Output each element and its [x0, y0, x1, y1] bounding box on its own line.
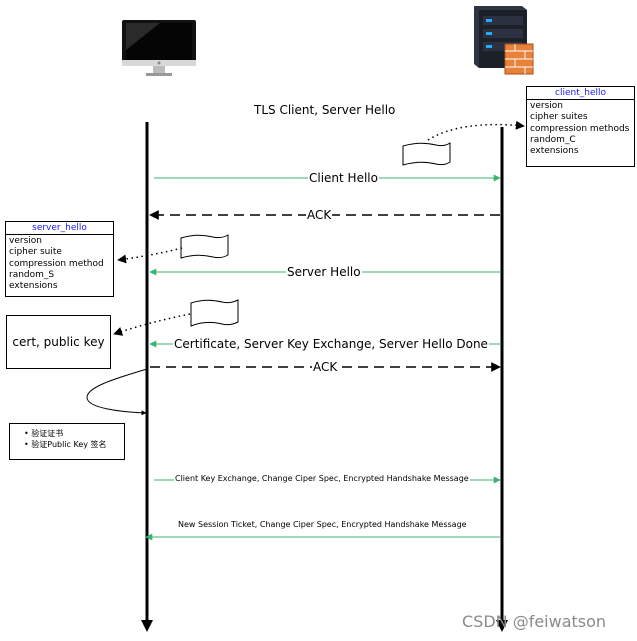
- client-hello-field: random_C: [530, 134, 576, 145]
- cert-public-key-box: cert, public key: [6, 315, 111, 369]
- client-hello-box: client_hello version cipher suites compr…: [526, 86, 635, 167]
- server-hello-field: cipher suite: [9, 247, 62, 258]
- diagram-title: TLS Client, Server Hello: [254, 103, 396, 117]
- server-hello-field: version: [9, 236, 42, 246]
- message-label: Client Key Exchange, Change Ciper Spec, …: [174, 474, 470, 483]
- message-label: ACK: [312, 360, 339, 374]
- server-lifeline-arrowhead: [496, 620, 508, 632]
- verify-item: • 验证Public Key 签名: [24, 440, 107, 449]
- server-hello-field: extensions: [9, 281, 58, 292]
- client-lifeline-arrowhead: [141, 620, 153, 632]
- verify-item-text: 验证证书: [31, 429, 64, 438]
- message-label: Certificate, Server Key Exchange, Server…: [173, 337, 489, 351]
- client-hello-field: version: [530, 101, 563, 111]
- self-loop-arrow: [86, 368, 148, 416]
- document-icon: [180, 234, 229, 259]
- document-icon: [402, 142, 451, 166]
- message-label: Server Hello: [286, 265, 362, 279]
- client-hello-field: extensions: [530, 146, 579, 157]
- cert-public-key-label: cert, public key: [12, 335, 105, 349]
- message-label: Client Hello: [308, 171, 379, 185]
- verify-item: • 验证证书: [24, 429, 64, 438]
- verify-item-text: 验证Public Key 签名: [31, 440, 107, 449]
- dotted-connector-arrow: [427, 120, 525, 141]
- verify-box: • 验证证书 • 验证Public Key 签名: [9, 423, 125, 460]
- client-hello-field: cipher suites: [530, 112, 588, 123]
- server-hello-box: server_hello version cipher suite compre…: [5, 221, 114, 297]
- watermark: CSDN @feiwatson: [462, 612, 607, 631]
- dotted-connector-arrow: [117, 247, 183, 264]
- server-hello-title: server_hello: [6, 222, 113, 235]
- server-hello-field: random_S: [9, 269, 55, 280]
- message-label: ACK: [306, 208, 333, 222]
- document-icon: [190, 299, 239, 327]
- firewall-icon: [504, 43, 534, 75]
- client-hello-field: compression methods: [530, 123, 630, 134]
- client-monitor-icon: [122, 20, 196, 76]
- message-label: New Session Ticket, Change Ciper Spec, E…: [178, 520, 467, 529]
- server-hello-field: compression method: [9, 258, 104, 269]
- dotted-connector-arrow: [113, 313, 191, 336]
- client-hello-title: client_hello: [527, 87, 634, 100]
